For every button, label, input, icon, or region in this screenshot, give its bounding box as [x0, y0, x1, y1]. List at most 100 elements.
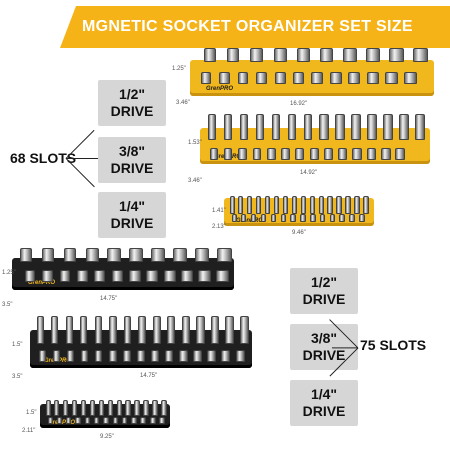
connector-line — [332, 347, 358, 349]
socket-icon — [343, 48, 357, 62]
socket-icon — [109, 316, 117, 344]
socket-icon — [59, 270, 71, 282]
socket-icon — [52, 350, 60, 362]
socket-icon — [80, 316, 88, 344]
socket-icon — [122, 350, 131, 362]
socket-icon — [227, 48, 240, 62]
socket-icon — [210, 148, 218, 160]
socket-icon — [237, 72, 249, 84]
socket-icon — [172, 248, 188, 262]
socket-icon — [134, 400, 141, 416]
socket-icon — [338, 148, 348, 160]
socket-icon — [193, 350, 202, 362]
dim-depth: 2.11" — [22, 428, 36, 434]
dim-width: 9.25" — [100, 434, 114, 440]
socket-icon — [295, 148, 305, 160]
socket-icon — [366, 48, 381, 62]
socket-icon — [41, 248, 55, 262]
socket-icon — [111, 270, 123, 282]
socket-icon — [329, 214, 336, 222]
socket-icon — [385, 72, 398, 84]
socket-icon — [287, 114, 297, 140]
socket-icon — [296, 48, 310, 62]
socket-icon — [181, 316, 190, 344]
drive-word: DRIVE — [302, 347, 346, 363]
socket-icon — [63, 400, 69, 416]
title-banner: MGNETIC SOCKET ORGANIZER SET SIZE — [60, 6, 450, 48]
socket-icon — [128, 270, 141, 282]
socket-icon — [318, 196, 325, 214]
dim-depth: 3.46" — [176, 100, 190, 106]
socket-icon — [348, 72, 361, 84]
dim-depth: 3.5" — [2, 302, 13, 308]
socket-icon — [131, 417, 137, 424]
socket-icon — [229, 196, 235, 214]
dim-height: 1.41" — [212, 208, 226, 214]
socket-icon — [180, 270, 194, 282]
socket-icon — [47, 417, 53, 424]
socket-icon — [256, 72, 268, 84]
socket-icon — [75, 417, 81, 424]
socket-icon — [323, 148, 334, 160]
socket-icon — [389, 48, 404, 62]
socket-icon — [80, 350, 89, 362]
drive-box-quarter: 1/4" DRIVE — [290, 380, 358, 426]
socket-icon — [107, 400, 114, 416]
dim-height: 1.25" — [172, 66, 186, 72]
brand-logo: GrenPRO — [236, 218, 264, 224]
socket-icon — [163, 270, 176, 282]
socket-icon — [149, 417, 156, 424]
socket-icon — [225, 316, 234, 344]
socket-icon — [251, 214, 257, 222]
socket-icon — [329, 72, 342, 84]
drive-word: DRIVE — [110, 160, 154, 176]
socket-icon — [146, 270, 159, 282]
socket-icon — [231, 214, 237, 222]
socket-icon — [415, 114, 425, 140]
socket-icon — [201, 72, 211, 84]
socket-icon — [129, 248, 143, 262]
socket-icon — [366, 72, 380, 84]
socket-icon — [107, 248, 121, 262]
connector-line — [66, 158, 98, 160]
socket-icon — [159, 417, 165, 424]
socket-icon — [367, 114, 377, 140]
socket-icon — [103, 417, 109, 424]
dim-width: 14.75" — [140, 373, 158, 379]
socket-icon — [94, 270, 106, 282]
socket-icon — [399, 114, 409, 140]
black-slot-count: 75 SLOTS — [360, 337, 427, 353]
socket-icon — [250, 48, 263, 62]
socket-icon — [165, 350, 174, 362]
page-title: MGNETIC SOCKET ORGANIZER SET SIZE — [82, 18, 413, 35]
socket-icon — [137, 350, 145, 362]
socket-icon — [216, 248, 232, 262]
socket-icon — [300, 214, 306, 222]
socket-icon — [210, 316, 220, 344]
dim-depth: 3.46" — [188, 178, 202, 184]
socket-icon — [152, 400, 159, 416]
socket-icon — [194, 248, 210, 262]
socket-icon — [72, 400, 78, 416]
socket-icon — [238, 148, 247, 160]
drive-box-half: 1/2" DRIVE — [290, 268, 358, 314]
socket-icon — [303, 114, 313, 140]
socket-icon — [290, 214, 296, 222]
dim-height: 1.5" — [26, 410, 37, 416]
socket-icon — [66, 417, 72, 424]
socket-icon — [138, 316, 146, 344]
socket-icon — [309, 196, 316, 214]
socket-icon — [167, 316, 176, 344]
socket-icon — [412, 48, 428, 62]
socket-icon — [140, 417, 147, 424]
drive-word: DRIVE — [302, 291, 346, 307]
drive-box-three-eighths: 3/8" DRIVE — [98, 137, 166, 183]
socket-icon — [352, 148, 362, 160]
socket-icon — [260, 214, 267, 222]
socket-icon — [274, 72, 286, 84]
socket-icon — [161, 400, 167, 416]
socket-icon — [336, 196, 343, 214]
brand-logo: GrenPRO — [206, 86, 234, 92]
socket-icon — [235, 350, 245, 362]
socket-icon — [65, 316, 73, 344]
